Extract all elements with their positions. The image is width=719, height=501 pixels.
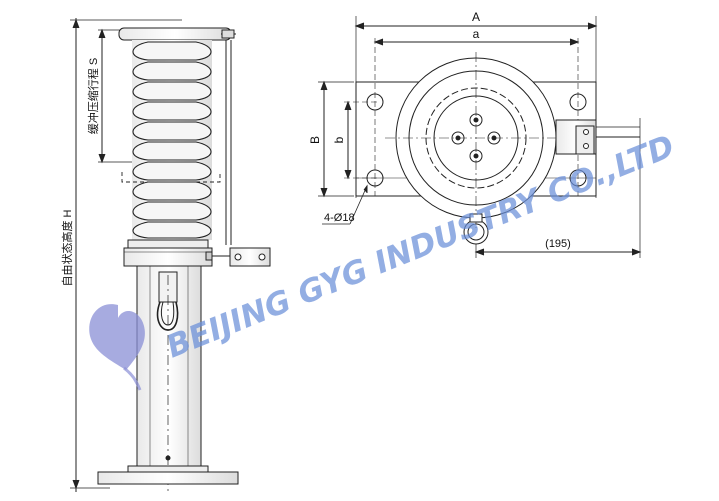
- label-dim-A: A: [472, 10, 480, 24]
- label-holes: 4-Ø18: [324, 212, 355, 224]
- label-total-height: 自由状态高度 H: [60, 209, 74, 286]
- side-view: [70, 18, 271, 495]
- label-dim-a: a: [473, 27, 480, 41]
- label-stroke: 缓冲压缩行程 S: [86, 58, 100, 134]
- label-dim-b: b: [332, 136, 346, 143]
- spring-coils: [132, 40, 212, 240]
- label-offset: (195): [545, 238, 571, 250]
- top-view: [318, 16, 642, 258]
- heart-logo-icon: [89, 304, 145, 391]
- label-dim-B: B: [308, 136, 322, 144]
